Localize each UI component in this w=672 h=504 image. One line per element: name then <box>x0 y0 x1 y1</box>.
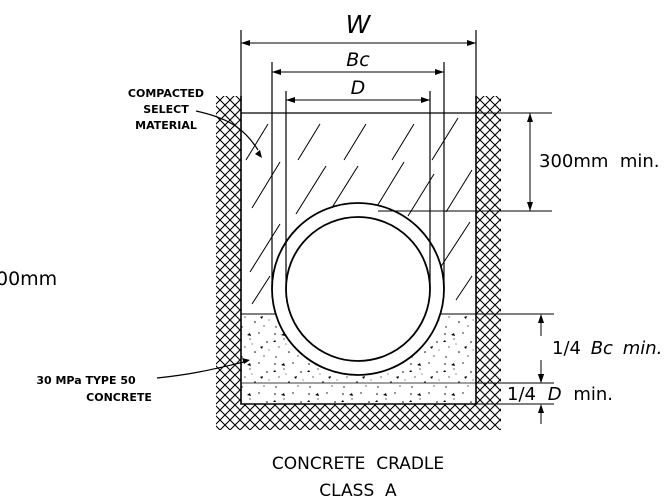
cradle-depth-label: 1/4 Bc min. <box>552 338 662 359</box>
pipe-inner-dimension <box>286 97 430 103</box>
pipe-outer-label: Bc <box>346 49 370 71</box>
width-label: W <box>346 10 372 39</box>
concrete-label-1: 30 MPa TYPE 50 <box>36 374 136 387</box>
concrete-label-2: CONCRETE <box>86 391 152 404</box>
trench-walls <box>216 96 501 430</box>
dimension-guides <box>240 30 477 289</box>
diagram-subtitle: CLASS A <box>319 481 397 501</box>
width-dimension <box>241 40 476 46</box>
backfill-label-1: COMPACTED <box>128 87 204 100</box>
bedding-depth-label: 1/4 D min. <box>507 384 613 405</box>
dimension-arrows <box>527 113 544 413</box>
concrete-leader <box>156 358 250 379</box>
backfill-leader <box>195 110 262 158</box>
pipe-inner-label: D <box>351 77 366 99</box>
diagram-title: CONCRETE CRADLE <box>272 454 444 474</box>
pipe-outer-dimension <box>272 69 444 75</box>
cover-label: 300mm min. <box>539 151 660 172</box>
backfill-label-3: MATERIAL <box>135 119 197 132</box>
pipe <box>271 202 445 376</box>
cut-off-dimension-label: 00mm <box>0 268 57 290</box>
backfill-label-2: SELECT <box>143 103 189 116</box>
